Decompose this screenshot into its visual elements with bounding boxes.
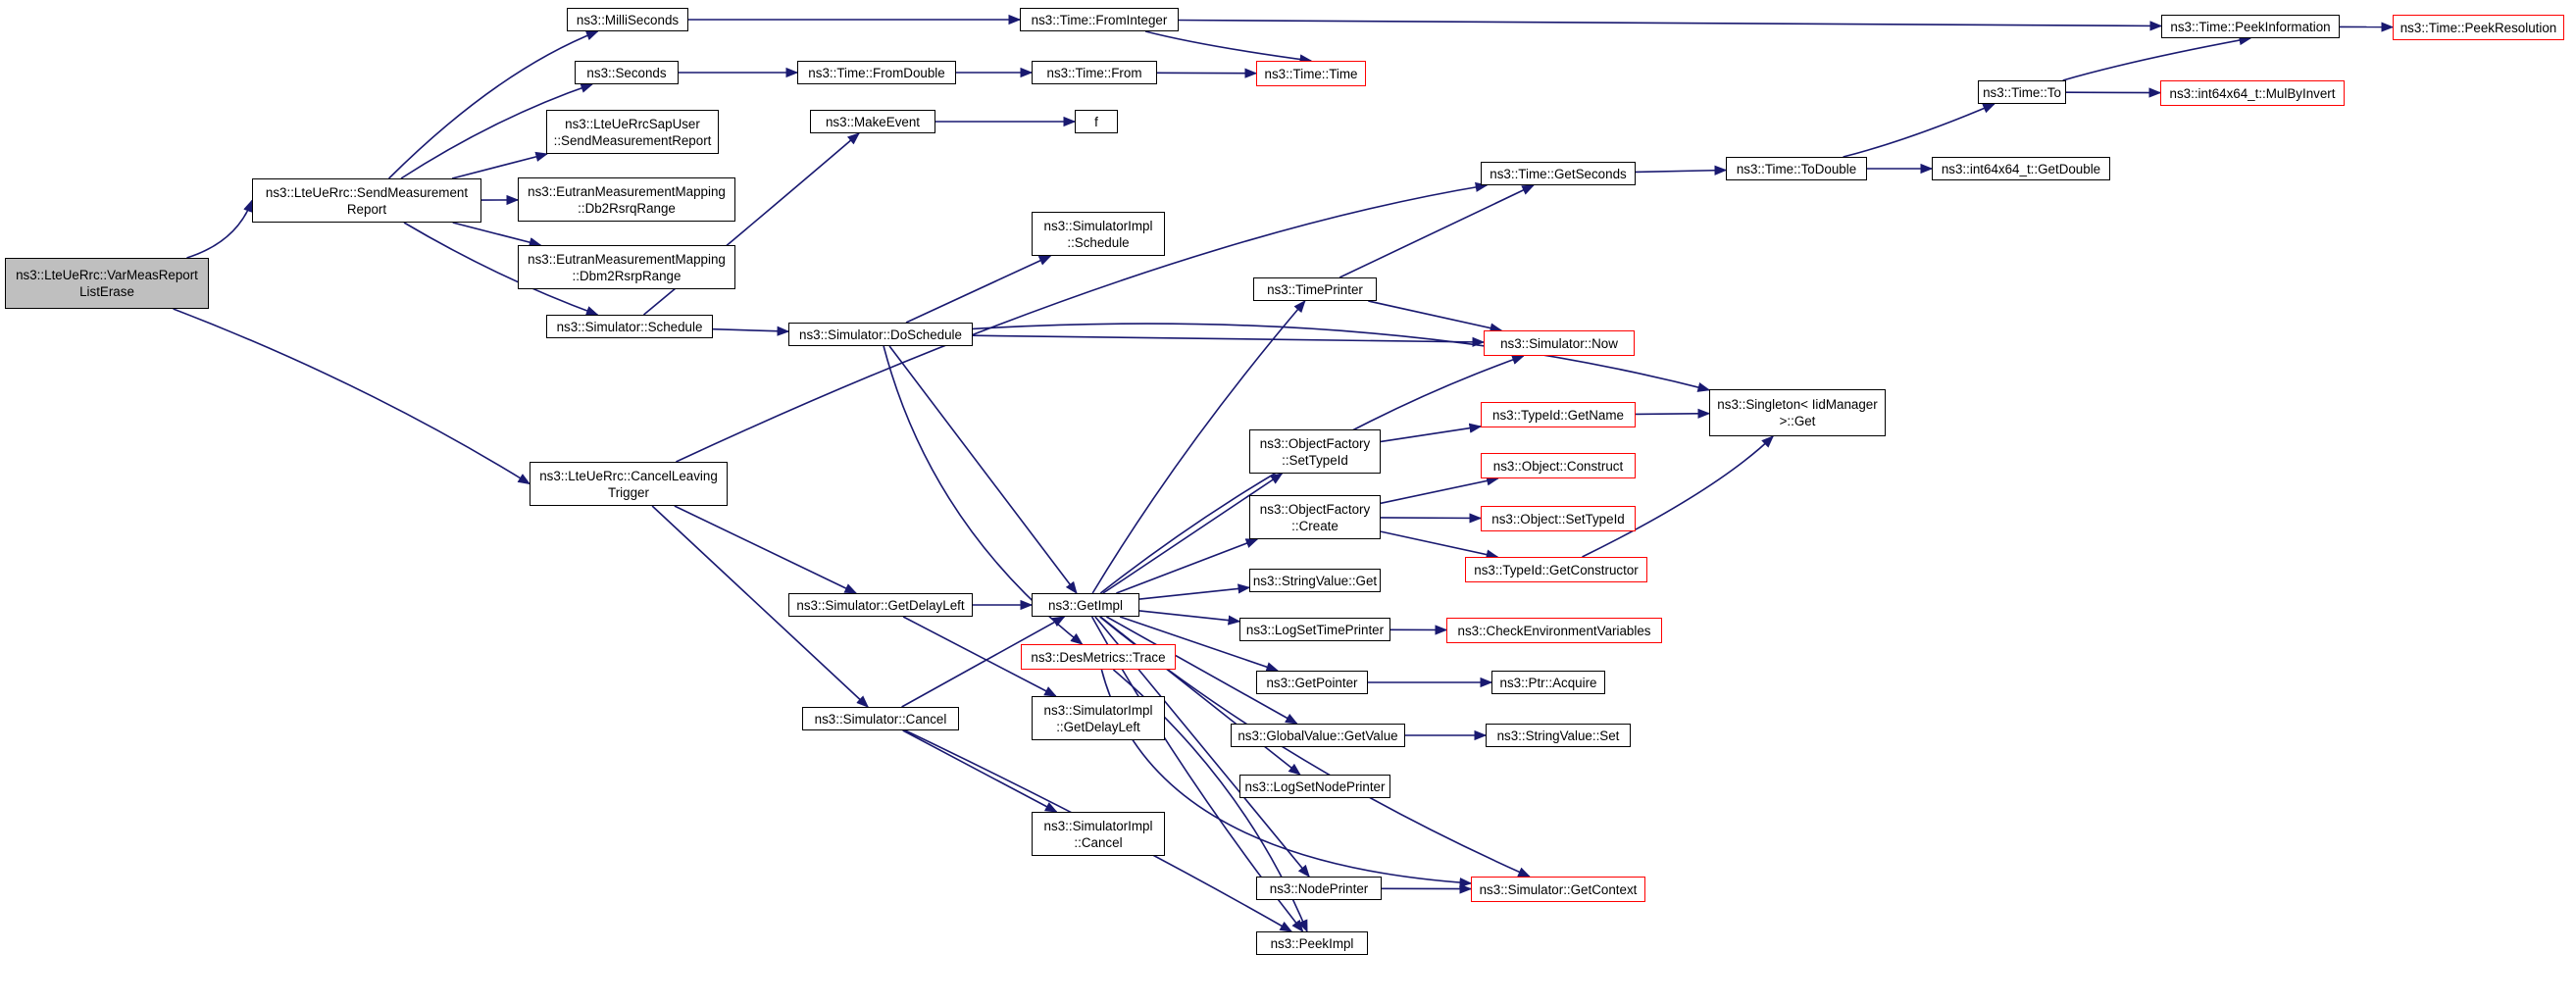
node-doSchedule[interactable]: ns3::Simulator::DoSchedule	[788, 323, 973, 346]
edge-getImpl-to-simNow	[1099, 355, 1525, 594]
edge-timePrinter-to-getSeconds	[1339, 184, 1535, 278]
edge-ofCreate-to-getConstructor	[1380, 530, 1499, 560]
edge-cancelLeave-to-getDelayLeft	[674, 505, 858, 594]
node-ptrAcquire[interactable]: ns3::Ptr::Acquire	[1491, 671, 1605, 694]
edge-ofCreate-to-objSetTypeId	[1380, 513, 1483, 524]
node-timePrinter[interactable]: ns3::TimePrinter	[1253, 277, 1377, 301]
node-fromDouble[interactable]: ns3::Time::FromDouble	[797, 61, 956, 84]
node-getImpl[interactable]: ns3::GetImpl	[1032, 593, 1139, 617]
node-getSeconds[interactable]: ns3::Time::GetSeconds	[1481, 162, 1636, 185]
edge-getDelayLeft-to-simImplGetDelay	[902, 616, 1057, 697]
edge-toDouble-to-timeTo	[1843, 103, 1995, 158]
node-makeEvent[interactable]: ns3::MakeEvent	[810, 110, 935, 133]
node-timeTo[interactable]: ns3::Time::To	[1978, 80, 2066, 104]
edge-getImpl-to-stringGet	[1138, 583, 1251, 600]
edge-timePrinter-to-simNow	[1368, 300, 1503, 333]
node-getDouble[interactable]: ns3::int64x64_t::GetDouble	[1932, 157, 2110, 180]
node-checkEnv[interactable]: ns3::CheckEnvironmentVariables	[1446, 618, 1662, 643]
node-simCancel[interactable]: ns3::Simulator::Cancel	[802, 707, 959, 730]
node-from[interactable]: ns3::Time::From	[1032, 61, 1157, 84]
node-fromInteger[interactable]: ns3::Time::FromInteger	[1020, 8, 1179, 31]
node-singleton[interactable]: ns3::Singleton< IidManager >::Get	[1709, 389, 1886, 436]
node-desTrace[interactable]: ns3::DesMetrics::Trace	[1021, 644, 1176, 670]
node-toDouble[interactable]: ns3::Time::ToDouble	[1726, 157, 1867, 180]
node-db2[interactable]: ns3::EutranMeasurementMapping ::Db2RsrqR…	[518, 177, 735, 222]
edge-cancelLeave-to-getSeconds	[676, 181, 1489, 463]
node-peekRes[interactable]: ns3::Time::PeekResolution	[2393, 15, 2564, 40]
edge-simSchedule-to-doSchedule	[712, 326, 790, 336]
node-peekInfo[interactable]: ns3::Time::PeekInformation	[2161, 15, 2340, 38]
node-mulByInvert[interactable]: ns3::int64x64_t::MulByInvert	[2160, 80, 2345, 106]
node-cancelLeave[interactable]: ns3::LteUeRrc::CancelLeaving Trigger	[530, 462, 728, 506]
node-getConstructor[interactable]: ns3::TypeId::GetConstructor	[1465, 557, 1647, 582]
node-send[interactable]: ns3::LteUeRrc::SendMeasurement Report	[252, 178, 481, 223]
edge-doSchedule-to-singleton	[972, 323, 1711, 392]
node-f[interactable]: f	[1075, 110, 1118, 133]
node-simNow[interactable]: ns3::Simulator::Now	[1484, 330, 1635, 356]
node-root: ns3::LteUeRrc::VarMeasReport ListErase	[5, 258, 209, 309]
node-seconds[interactable]: ns3::Seconds	[575, 61, 679, 84]
edge-root-to-send	[186, 199, 253, 259]
node-nodePrinter[interactable]: ns3::NodePrinter	[1256, 877, 1382, 900]
edge-send-to-simSchedule	[403, 222, 599, 316]
node-timeTime[interactable]: ns3::Time::Time	[1256, 61, 1366, 86]
node-logSetNode[interactable]: ns3::LogSetNodePrinter	[1239, 775, 1390, 798]
edge-simCancel-to-simImplCancel	[902, 729, 1058, 813]
edge-getConstructor-to-singleton	[1582, 435, 1775, 558]
edge-send-to-sap	[451, 151, 549, 179]
edge-doSchedule-to-simNow	[972, 334, 1486, 347]
node-simSchedule[interactable]: ns3::Simulator::Schedule	[546, 315, 713, 338]
node-stringGet[interactable]: ns3::StringValue::Get	[1249, 569, 1381, 592]
node-simImplCancel[interactable]: ns3::SimulatorImpl ::Cancel	[1032, 812, 1165, 856]
edge-send-to-seconds	[400, 82, 594, 179]
node-ofCreate[interactable]: ns3::ObjectFactory ::Create	[1249, 495, 1381, 539]
edge-getImpl-to-getPointer	[1119, 616, 1280, 673]
node-logSetTime[interactable]: ns3::LogSetTimePrinter	[1239, 618, 1390, 641]
node-stringSet[interactable]: ns3::StringValue::Set	[1486, 724, 1631, 747]
edge-ofCreate-to-objConstruct	[1380, 476, 1499, 505]
edge-send-to-milli	[388, 30, 599, 179]
node-getContext[interactable]: ns3::Simulator::GetContext	[1471, 877, 1645, 902]
node-sap[interactable]: ns3::LteUeRrcSapUser ::SendMeasurementRe…	[546, 110, 719, 154]
node-simImplGetDelay[interactable]: ns3::SimulatorImpl ::GetDelayLeft	[1032, 696, 1165, 740]
edge-doSchedule-to-simImplSchedule	[905, 255, 1052, 324]
edge-simSchedule-to-makeEvent	[642, 132, 860, 316]
node-simImplSchedule[interactable]: ns3::SimulatorImpl ::Schedule	[1032, 212, 1165, 256]
edge-getImpl-to-gvGetValue	[1106, 616, 1298, 725]
edge-simCancel-to-getImpl	[901, 616, 1066, 708]
edge-ofSetTypeId-to-typeIdGetName	[1380, 423, 1483, 443]
node-getPointer[interactable]: ns3::GetPointer	[1256, 671, 1368, 694]
edge-getSeconds-to-toDouble	[1635, 165, 1728, 176]
edge-doSchedule-to-getImpl	[888, 345, 1078, 595]
edge-cancelLeave-to-simCancel	[651, 505, 870, 708]
edge-getImpl-to-ofSetTypeId	[1102, 473, 1284, 594]
edge-send-to-dbm2	[452, 222, 542, 248]
node-objSetTypeId[interactable]: ns3::Object::SetTypeId	[1481, 506, 1636, 531]
node-milli[interactable]: ns3::MilliSeconds	[567, 8, 688, 31]
node-objConstruct[interactable]: ns3::Object::Construct	[1481, 453, 1636, 478]
node-typeIdGetName[interactable]: ns3::TypeId::GetName	[1481, 402, 1636, 427]
edge-fromInteger-to-peekInfo	[1178, 19, 2163, 31]
edge-fromInteger-to-timeTime	[1144, 30, 1313, 65]
node-getDelayLeft[interactable]: ns3::Simulator::GetDelayLeft	[788, 593, 973, 617]
edge-root-to-cancelLeave	[173, 308, 531, 485]
edge-typeIdGetName-to-singleton	[1635, 408, 1711, 419]
edge-getImpl-to-ofCreate	[1116, 538, 1259, 594]
edge-getImpl-to-timePrinter	[1091, 300, 1306, 594]
edge-timeTo-to-peekInfo	[2062, 35, 2252, 81]
node-gvGetValue[interactable]: ns3::GlobalValue::GetValue	[1231, 724, 1405, 747]
node-ofSetTypeId[interactable]: ns3::ObjectFactory ::SetTypeId	[1249, 429, 1381, 474]
node-dbm2[interactable]: ns3::EutranMeasurementMapping ::Dbm2Rsrp…	[518, 245, 735, 289]
node-peekImpl[interactable]: ns3::PeekImpl	[1256, 931, 1368, 955]
edge-getImpl-to-logSetTime	[1138, 610, 1241, 626]
